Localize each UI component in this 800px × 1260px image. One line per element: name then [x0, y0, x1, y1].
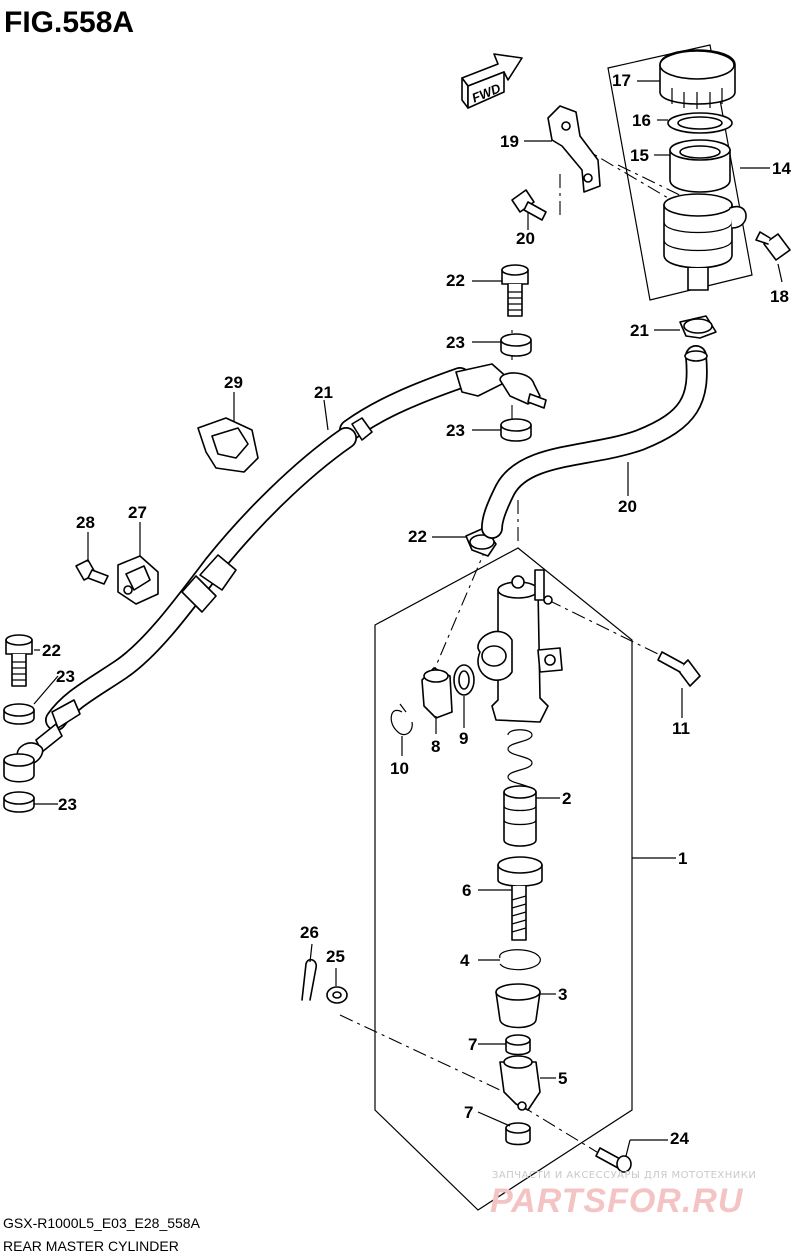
callout-2: 2 — [562, 789, 571, 808]
callout-6: 6 — [462, 881, 471, 900]
washer-upper-1 — [500, 333, 532, 357]
washer-lower-1 — [3, 703, 35, 725]
reservoir-hose — [481, 345, 708, 539]
watermark-logo: PARTSFOR.RU — [490, 1182, 744, 1220]
cotter-pin — [301, 958, 318, 1001]
callout-17: 19 — [500, 132, 519, 151]
callout-28: 28 — [76, 513, 95, 532]
master-cylinder-body — [477, 569, 563, 723]
connector-circlip — [390, 703, 413, 736]
washer-upper-2 — [500, 418, 532, 442]
rod-clevis — [499, 1055, 541, 1111]
callout-19: 20 — [618, 497, 637, 516]
brake-hose — [16, 363, 547, 766]
master-cylinder-assembly-box — [374, 547, 633, 1211]
callout-15: 17 — [612, 71, 631, 90]
reservoir-cap — [659, 49, 736, 109]
watermark-tagline: ЗАПЧАСТИ И АКСЕССУАРЫ ДЛЯ МОТОТЕХНИКИ — [492, 1170, 756, 1181]
model-code: GSX-R1000L5_E03_E28_558A — [3, 1215, 201, 1231]
pin-washer — [326, 986, 348, 1004]
callout-10: 10 — [390, 759, 409, 778]
callout-23-d: 23 — [58, 795, 77, 814]
forward-arrow-icon: FWD — [461, 53, 523, 109]
callout-14: 16 — [632, 111, 651, 130]
clamp-bolt — [75, 559, 109, 585]
push-rod-circlip — [499, 949, 541, 971]
reservoir-bolt — [755, 231, 791, 261]
hose-guide-clamp — [197, 417, 259, 473]
push-rod — [497, 856, 543, 941]
callout-7-lower: 7 — [464, 1103, 473, 1122]
reservoir-plate — [667, 112, 733, 134]
piston-spring — [507, 729, 533, 792]
callout-11: 11 — [672, 719, 690, 738]
callout-23-a: 23 — [446, 333, 465, 352]
reservoir-tank — [663, 193, 747, 291]
callout-5: 5 — [558, 1069, 567, 1088]
union-bolt-lower — [5, 634, 33, 687]
callout-4: 4 — [460, 951, 470, 970]
callout-7-upper: 7 — [468, 1035, 477, 1054]
piston-set — [503, 785, 537, 847]
callout-8: 8 — [431, 737, 440, 756]
callout-18: 20 — [516, 229, 535, 248]
callout-3: 3 — [558, 985, 567, 1004]
lock-nut-lower — [505, 1122, 531, 1146]
reservoir-diaphragm — [669, 139, 731, 193]
callout-20-lower: 22 — [408, 527, 427, 546]
callout-27: 27 — [128, 503, 147, 522]
clevis-pin — [595, 1147, 632, 1173]
callout-23-c: 23 — [56, 667, 75, 686]
callout-22-upper: 22 — [446, 271, 465, 290]
callout-9: 9 — [459, 729, 468, 748]
hose-clamp-bracket — [117, 555, 159, 605]
callout-22-lower: 22 — [42, 641, 61, 660]
callout-26: 26 — [300, 923, 319, 942]
callout-13: 15 — [630, 146, 649, 165]
callout-25: 25 — [326, 947, 345, 966]
diagram-subtitle: REAR MASTER CYLINDER — [3, 1238, 179, 1254]
union-bolt-upper — [501, 264, 529, 317]
callout-20-upper: 21 — [630, 321, 649, 340]
lock-nut-upper — [505, 1034, 531, 1056]
dust-boot — [495, 983, 541, 1029]
connector-o-ring — [453, 664, 475, 696]
washer-lower-2 — [3, 791, 35, 813]
hose-clamp-upper — [679, 315, 717, 339]
figure-title: FIG.558A — [4, 6, 134, 39]
callout-21: 21 — [314, 383, 333, 402]
body-mount-screw — [657, 651, 701, 687]
hose-connector — [421, 667, 453, 719]
callout-16: 18 — [770, 287, 789, 306]
bracket-bolt — [511, 189, 547, 221]
banjo-fitting — [3, 753, 35, 783]
callout-29: 29 — [224, 373, 243, 392]
callout-1: 1 — [678, 849, 687, 868]
reservoir-bracket — [547, 105, 601, 193]
callout-23-b: 23 — [446, 421, 465, 440]
callout-12: 14 — [772, 159, 791, 178]
callout-24: 24 — [670, 1129, 689, 1148]
